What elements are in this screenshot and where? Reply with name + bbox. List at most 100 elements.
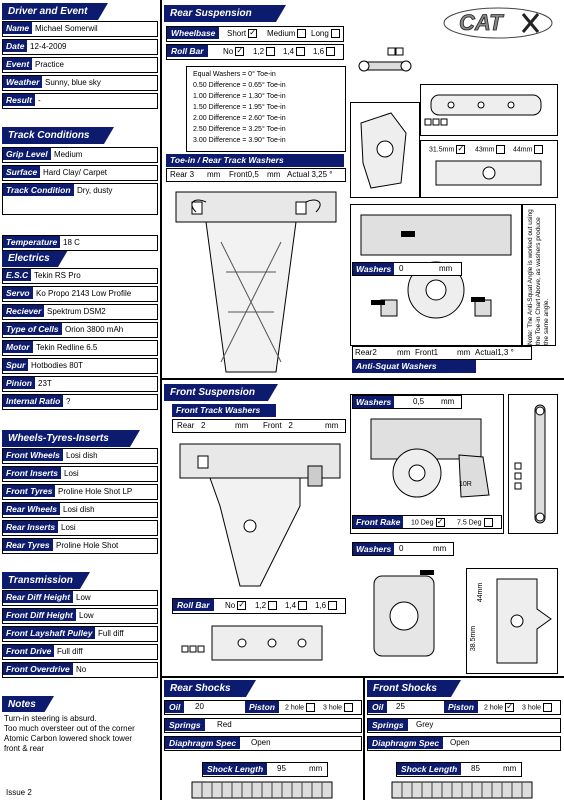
wheels-field-value[interactable]: Proline Hole Shot xyxy=(56,541,119,550)
rear-oil-row: Oil 20 Piston 2 hole 3 hole xyxy=(164,700,362,715)
checkbox[interactable] xyxy=(496,145,506,154)
checkbox[interactable] xyxy=(266,47,276,57)
electrics-field-value[interactable]: Tekin RS Pro xyxy=(34,271,81,280)
checkbox[interactable] xyxy=(298,601,308,611)
checkbox[interactable] xyxy=(534,145,544,154)
checkbox[interactable] xyxy=(297,29,307,39)
front-washers-value[interactable]: 0,5 xyxy=(413,397,425,406)
rollbar-12[interactable]: 1,2 xyxy=(253,47,276,57)
rear-length-value[interactable]: 95 xyxy=(277,764,286,773)
rollbar-no[interactable]: No✓ xyxy=(223,46,245,57)
driver-field-value[interactable]: Michael Somerwil xyxy=(35,24,98,33)
transmission-field-value[interactable]: Full diff xyxy=(98,629,124,638)
shock-divider xyxy=(363,678,365,800)
notes-box[interactable]: Turn-in steering is absurd. Too much ove… xyxy=(2,712,157,797)
checkbox[interactable] xyxy=(543,703,553,712)
front-track-rear[interactable]: Rear 2 xyxy=(177,421,206,430)
checkbox[interactable] xyxy=(306,703,316,712)
notes-line: front & rear xyxy=(4,744,45,753)
squat-actual[interactable]: Actual1,3 ° xyxy=(475,348,514,357)
rear-piston-3[interactable]: 3 hole xyxy=(323,703,354,712)
washer-table-row: 2.00 Difference = 2.60° Toe-in xyxy=(193,115,286,122)
checkbox[interactable]: ✓ xyxy=(248,28,258,39)
rear-springs-value[interactable]: Red xyxy=(217,720,232,729)
driver-field-value[interactable]: 12-4-2009 xyxy=(30,42,67,51)
front-springs-value[interactable]: Grey xyxy=(416,720,434,729)
wheels-field-value[interactable]: Losi dish xyxy=(63,505,95,514)
hub-opt-315[interactable]: 31.5mm✓ xyxy=(429,144,466,154)
washers-value[interactable]: 0 xyxy=(399,264,404,273)
front-piston-2[interactable]: 2 hole✓ xyxy=(484,702,515,712)
transmission-field-value[interactable]: Full diff xyxy=(57,647,83,656)
transmission-field-value[interactable]: Low xyxy=(79,611,94,620)
transmission-field-value[interactable]: Low xyxy=(76,593,91,602)
front-oil-value[interactable]: 25 xyxy=(396,702,405,711)
wheels-field-value[interactable]: Losi dish xyxy=(66,451,98,460)
checkbox[interactable] xyxy=(330,29,340,39)
transmission-field-value[interactable]: No xyxy=(76,665,87,674)
washer-table-row: 1.50 Difference = 1.95° Toe-in xyxy=(193,104,286,111)
checkbox[interactable] xyxy=(296,47,306,57)
wheelbase-medium[interactable]: Medium xyxy=(267,29,307,39)
rollbar-16[interactable]: 1,6 xyxy=(313,47,336,57)
electrics-field-value[interactable]: Tekin Redline 6.5 xyxy=(36,343,98,352)
wheels-field-value[interactable]: Losi xyxy=(64,469,79,478)
squat-rear[interactable]: Rear2 xyxy=(355,348,377,357)
electrics-field-value[interactable]: Orion 3800 mAh xyxy=(65,325,124,334)
rake-75[interactable]: 7.5 Deg xyxy=(457,518,493,527)
checkbox[interactable]: ✓ xyxy=(505,702,515,712)
wheelbase-long[interactable]: Long xyxy=(311,29,340,39)
transmission-field-label: Front Drive xyxy=(3,645,55,657)
track-field-value[interactable]: Dry, dusty xyxy=(77,186,113,195)
electrics-field-value[interactable]: 23T xyxy=(38,379,52,388)
front-rollbar-14[interactable]: 1,4 xyxy=(285,601,308,611)
hub-opt-44[interactable]: 44mm xyxy=(513,145,544,154)
checkbox[interactable]: ✓ xyxy=(237,600,247,611)
front-rollbar-12[interactable]: 1,2 xyxy=(255,601,278,611)
checkbox[interactable]: ✓ xyxy=(456,144,466,154)
front-rake-row: Front Rake 10 Deg✓ 7.5 Deg xyxy=(352,515,502,529)
electrics-field-value[interactable]: Ko Propo 2143 Low Profile xyxy=(36,289,132,298)
washer-table-row: 2.50 Difference = 3.25° Toe-in xyxy=(193,126,286,133)
electrics-field-value[interactable]: Hotbodies 80T xyxy=(31,361,84,370)
front-piston-3[interactable]: 3 hole xyxy=(522,703,553,712)
wheels-field-value[interactable]: Proline Hole Shot LP xyxy=(58,487,133,496)
electrics-field-value[interactable]: Spektrum DSM2 xyxy=(47,307,106,316)
front-track-front[interactable]: Front 2 xyxy=(263,421,293,430)
hub-opt-43[interactable]: 43mm xyxy=(475,145,506,154)
checkbox[interactable]: ✓ xyxy=(435,517,445,527)
toe-front[interactable]: Front0,5 xyxy=(229,170,259,179)
driver-field-value[interactable]: - xyxy=(38,96,41,105)
front-rollbar-no[interactable]: No✓ xyxy=(225,600,247,611)
driver-field-value[interactable]: Practice xyxy=(35,60,64,69)
checkbox[interactable]: ✓ xyxy=(235,46,245,57)
checkbox[interactable] xyxy=(483,518,493,527)
front-rollbar-16[interactable]: 1,6 xyxy=(315,601,338,611)
rake-10[interactable]: 10 Deg✓ xyxy=(411,517,445,527)
front-diaphragm-value[interactable]: Open xyxy=(450,738,470,747)
checkbox[interactable] xyxy=(326,47,336,57)
rear-piston-2[interactable]: 2 hole xyxy=(285,703,316,712)
checkbox[interactable] xyxy=(328,601,338,611)
rear-oil-value[interactable]: 20 xyxy=(195,702,204,711)
toe-actual[interactable]: Actual 3,25 ° xyxy=(287,170,333,179)
toe-rear[interactable]: Rear 3 xyxy=(170,170,195,179)
checkbox[interactable] xyxy=(268,601,278,611)
wheels-field-value[interactable]: Losi xyxy=(61,523,76,532)
wheelbase-short[interactable]: Short✓ xyxy=(227,28,258,39)
checkbox[interactable] xyxy=(344,703,354,712)
squat-front[interactable]: Front1 xyxy=(415,348,439,357)
rollbar-14[interactable]: 1,4 xyxy=(283,47,306,57)
front-washers2-label: Washers xyxy=(353,543,395,555)
track-field-value[interactable]: 18 C xyxy=(63,238,80,247)
front-length-value[interactable]: 85 xyxy=(471,764,480,773)
rear-diaphragm-value[interactable]: Open xyxy=(251,738,271,747)
track-field-value[interactable]: Hard Clay/ Carpet xyxy=(43,168,108,177)
track-field-value[interactable]: Medium xyxy=(54,150,83,159)
driver-field-value[interactable]: Sunny, blue sky xyxy=(45,78,101,87)
front-washers2-value[interactable]: 0 xyxy=(399,544,404,553)
electrics-field-value[interactable]: ? xyxy=(66,397,71,406)
